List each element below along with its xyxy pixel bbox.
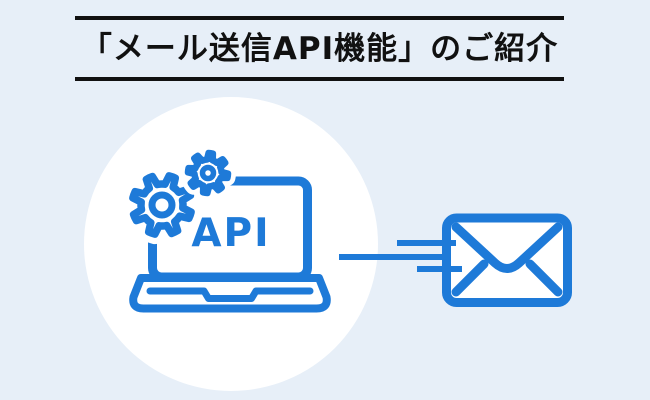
gear-small-hole	[199, 164, 217, 182]
gear-small-icon	[180, 145, 236, 201]
page-title: 「メール送信API機能」のご紹介	[80, 31, 559, 67]
gear-large-hole	[148, 191, 176, 219]
title-rule-bottom	[75, 77, 564, 81]
speed-line-top	[397, 240, 456, 246]
title-block: 「メール送信API機能」のご紹介	[75, 16, 564, 81]
api-label: API	[191, 211, 270, 256]
title-rule-top	[75, 16, 564, 20]
envelope-body	[442, 213, 572, 307]
laptop-base	[129, 274, 331, 313]
mail-envelope-icon	[442, 213, 572, 307]
speed-lines-icon	[339, 240, 462, 272]
envelope-flap	[451, 222, 563, 273]
speed-line-bottom	[417, 266, 462, 272]
laptop-trackpad-notch	[146, 287, 314, 302]
gear-large-icon	[122, 165, 202, 245]
speed-line-middle	[339, 254, 449, 260]
envelope-fold-left	[451, 259, 489, 297]
envelope-fold-right	[525, 259, 563, 297]
